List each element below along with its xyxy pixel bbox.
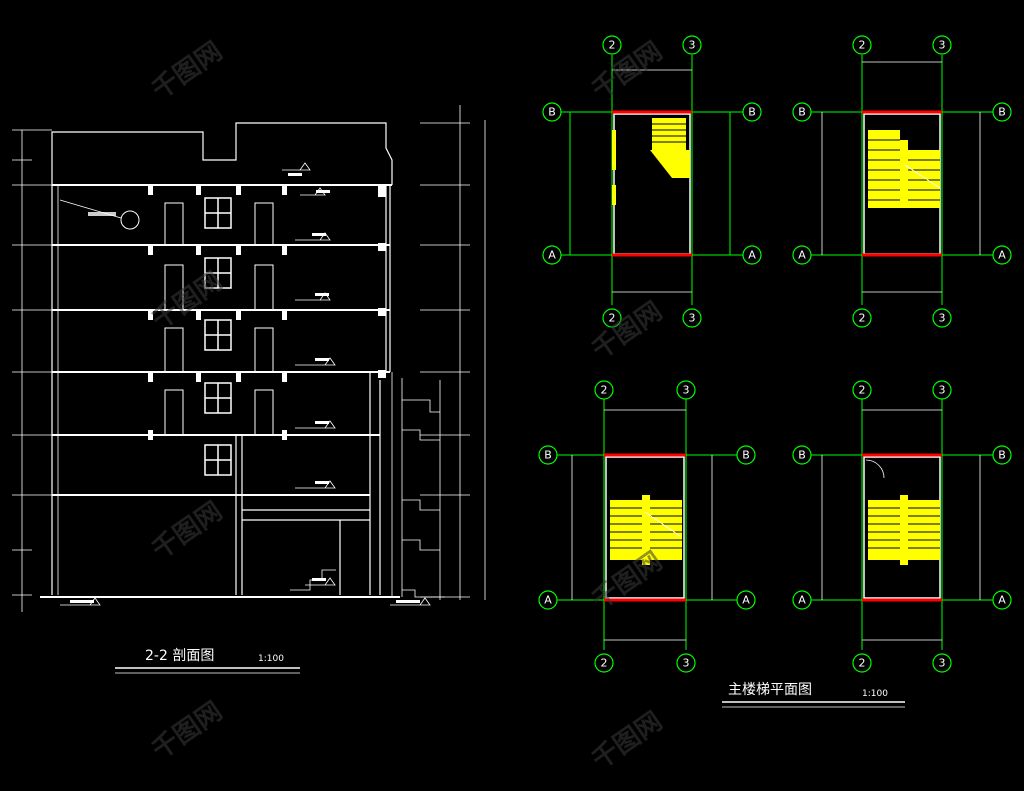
axis-bubbles (542, 35, 762, 328)
section-doors (164, 202, 274, 436)
section-scale: 1:100 (258, 654, 284, 664)
axis-label-3: 3 (683, 384, 690, 397)
axis-label-b: B (544, 449, 552, 462)
section-2-2 (12, 105, 486, 674)
axis-label-b: B (798, 106, 806, 119)
axis-label-a: A (798, 594, 806, 607)
section-columns (148, 185, 386, 440)
stair-plan-4: 2 3 2 3 B B A A (792, 380, 1012, 673)
floor-lines (40, 184, 400, 598)
axis-label-3: 3 (683, 657, 690, 670)
axis-label-a: A (998, 594, 1006, 607)
exterior-stair (391, 372, 445, 600)
stair-plan-title: 主楼梯平面图 (728, 682, 812, 698)
axis-label-b: B (798, 449, 806, 462)
axis-label-3: 3 (689, 312, 696, 325)
stair-plan-2: 2 3 2 3 B B A A (792, 35, 1012, 328)
stair-windows (204, 197, 232, 476)
axis-label-3: 3 (939, 657, 946, 670)
axis-label-a: A (998, 249, 1006, 262)
stair-plan-3: 2 3 2 3 B B A A (538, 380, 756, 673)
left-dimension-chain (12, 129, 52, 612)
right-dimension-chain (420, 105, 486, 600)
axis-label-3: 3 (689, 39, 696, 52)
axis-label-a: A (544, 594, 552, 607)
axis-label-b: B (742, 449, 750, 462)
section-dim-ticks (70, 173, 420, 603)
axis-label-2: 2 (859, 657, 866, 670)
axis-label-a: A (548, 249, 556, 262)
axis-label-3: 3 (939, 312, 946, 325)
axis-label-b: B (998, 106, 1006, 119)
axis-label-3: 3 (939, 39, 946, 52)
section-title: 2-2 剖面图 (145, 648, 214, 664)
axis-label-3: 3 (939, 384, 946, 397)
axis-label-2: 2 (601, 384, 608, 397)
axis-label-b: B (548, 106, 556, 119)
axis-label-b: B (998, 449, 1006, 462)
axis-label-2: 2 (859, 312, 866, 325)
axis-label-a: A (748, 249, 756, 262)
axis-label-2: 2 (609, 312, 616, 325)
elevation-markers (60, 162, 431, 606)
axis-label-2: 2 (601, 657, 608, 670)
axis-label-a: A (798, 249, 806, 262)
axis-label-2: 2 (859, 384, 866, 397)
stair-plan-scale: 1:100 (862, 689, 888, 699)
stair-plan-1: 2 3 2 3 B B A A (542, 35, 762, 328)
axis-label-b: B (748, 106, 756, 119)
stair-plans: 2 3 2 3 B B A A (538, 35, 1012, 708)
axis-label-2: 2 (859, 39, 866, 52)
axis-label-2: 2 (609, 39, 616, 52)
axis-label-a: A (742, 594, 750, 607)
